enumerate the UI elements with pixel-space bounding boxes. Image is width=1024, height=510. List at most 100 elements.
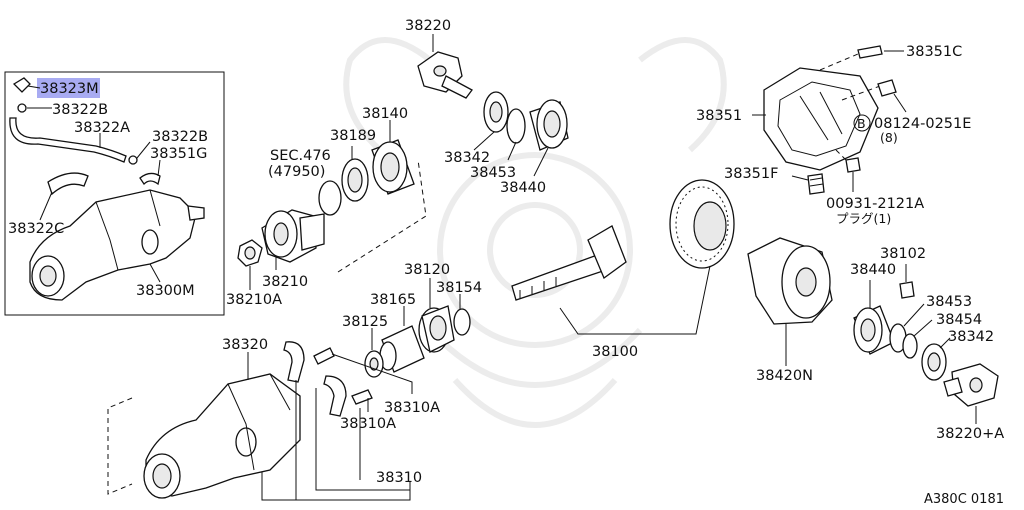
bolt-38310A-upper[interactable]	[313, 347, 335, 365]
bolt-38102[interactable]	[899, 281, 915, 299]
bolt-marker-circle	[853, 114, 871, 132]
label-38322B-right: 38322B	[152, 129, 208, 145]
bearing-38440-right[interactable]	[853, 305, 895, 355]
drive-pinion-38100[interactable]	[511, 225, 627, 301]
label-38310A-a: 38310A	[384, 400, 440, 416]
leader-38454	[913, 319, 933, 337]
inset-panel: 38323M 38322B 38322A 38322B 38351G 38322…	[4, 71, 225, 316]
spacer-38453-top[interactable]	[506, 108, 526, 144]
label-38323M: 38323M	[40, 81, 99, 97]
bearing-38440-top[interactable]	[529, 99, 569, 151]
label-38320: 38320	[222, 337, 268, 353]
label-38310A-b: 38310A	[340, 416, 396, 432]
leader-38310	[261, 380, 411, 501]
leader-38440-top	[533, 147, 549, 177]
label-38165: 38165	[370, 292, 416, 308]
oil-seal-38140[interactable]	[371, 139, 415, 195]
plug-38351F[interactable]	[807, 173, 825, 195]
leader-38300M	[149, 263, 161, 283]
plug-00931[interactable]	[845, 157, 861, 173]
label-38154: 38154	[436, 280, 482, 296]
label-plug-code: 00931-2121A	[826, 196, 924, 212]
leader-38351F	[791, 175, 809, 181]
label-38322B-top: 38322B	[52, 102, 108, 118]
ring-gear-38100[interactable]	[669, 179, 735, 269]
leader-38342-top	[473, 131, 495, 151]
label-38351G: 38351G	[150, 146, 207, 162]
leader-38322C	[39, 191, 53, 221]
label-38300M: 38300M	[136, 283, 195, 299]
assembly-line-cover	[819, 53, 881, 165]
label-38310: 38310	[376, 470, 422, 486]
bolt-38310A-lower[interactable]	[351, 389, 373, 405]
label-38342-right: 38342	[948, 329, 994, 345]
label-sec476: SEC.476	[270, 148, 331, 164]
spacer-sec476[interactable]	[318, 180, 342, 216]
bearing-38120[interactable]	[418, 305, 455, 353]
leader-38453-right	[903, 303, 925, 327]
label-38322C: 38322C	[8, 221, 64, 237]
diff-carrier-38320[interactable]	[143, 373, 301, 499]
label-38351C: 38351C	[906, 44, 962, 60]
hose-clamp[interactable]	[128, 155, 138, 165]
leader-38323M	[27, 85, 41, 89]
flange-38210[interactable]	[261, 209, 325, 263]
label-38120: 38120	[404, 262, 450, 278]
label-bolt-code: 08124-0251E	[874, 116, 971, 132]
diff-case-38420N[interactable]	[747, 237, 833, 325]
washer-38125[interactable]	[364, 350, 384, 378]
label-38210: 38210	[262, 274, 308, 290]
bearing-cap-upper[interactable]	[283, 341, 305, 383]
bearing-cap-lower[interactable]	[323, 375, 347, 417]
diagram-id: A380C 0181	[924, 492, 1004, 507]
label-38351F: 38351F	[724, 166, 778, 182]
nut-38210A[interactable]	[237, 239, 263, 267]
label-bolt-qty: (8)	[880, 130, 898, 145]
label-38100: 38100	[592, 344, 638, 360]
label-plug-qty: プラグ(1)	[836, 211, 891, 226]
watermark-emblem	[343, 37, 727, 428]
bolt-08124[interactable]	[877, 79, 897, 97]
label-38453-right: 38453	[926, 294, 972, 310]
shim-38454[interactable]	[902, 333, 918, 359]
pinion-bearing-38342-top[interactable]	[483, 91, 509, 133]
leader-38342-right	[939, 337, 951, 349]
leader-38351G	[157, 159, 161, 177]
bolt-marker-letter: B	[857, 116, 866, 131]
stud-38351C[interactable]	[857, 45, 883, 59]
leader-38310A-a	[331, 353, 413, 394]
label-38189: 38189	[330, 128, 376, 144]
hose-bracket[interactable]	[47, 172, 89, 196]
breather-connector[interactable]	[12, 77, 31, 93]
side-flange-38220A[interactable]	[943, 363, 999, 407]
shim-38154[interactable]	[453, 308, 471, 336]
leader-38100	[559, 265, 711, 335]
label-38220A: 38220+A	[936, 426, 1004, 442]
breather-tube[interactable]	[139, 172, 161, 186]
spacer-38165[interactable]	[379, 325, 425, 373]
label-38140: 38140	[362, 106, 408, 122]
bearing-38342-right[interactable]	[921, 343, 947, 381]
leader-bolt	[893, 93, 907, 113]
breather-hose[interactable]	[9, 117, 127, 163]
label-38420N: 38420N	[756, 368, 813, 384]
companion-flange-38220[interactable]	[417, 51, 473, 99]
label-38453-top: 38453	[470, 165, 516, 181]
label-sec476-sub: (47950)	[268, 164, 325, 180]
label-38322A: 38322A	[74, 120, 130, 136]
label-38102: 38102	[880, 246, 926, 262]
part-number-highlight[interactable]	[37, 78, 100, 98]
label-38454: 38454	[936, 312, 982, 328]
ring-38189[interactable]	[341, 158, 369, 202]
rear-cover-38351[interactable]	[763, 67, 879, 171]
breather-clip[interactable]	[17, 103, 27, 113]
inset-diff-housing[interactable]	[29, 189, 205, 301]
label-38125: 38125	[342, 314, 388, 330]
label-38342-top: 38342	[444, 150, 490, 166]
leader-38322B-right	[136, 141, 151, 159]
leader-38453-top	[507, 141, 517, 161]
inset-frame	[4, 71, 225, 316]
label-38220: 38220	[405, 18, 451, 34]
label-38440-right: 38440	[850, 262, 896, 278]
